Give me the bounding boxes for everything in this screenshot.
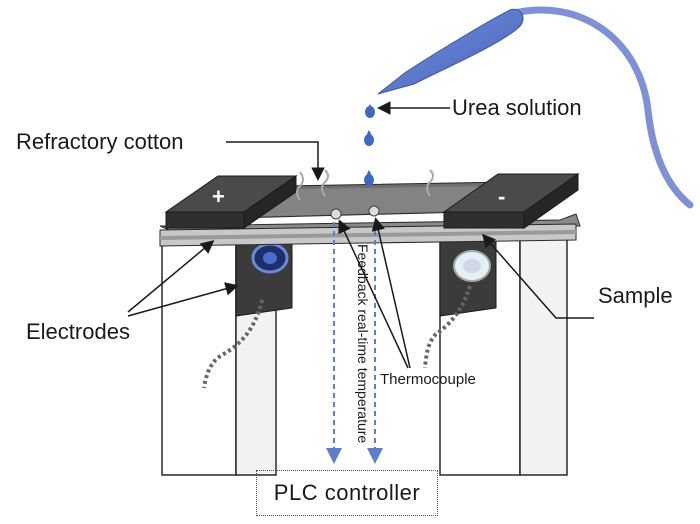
feedback-temperature-label: Feedback real-time temperature (355, 244, 371, 444)
thermocouple-leader-left (338, 219, 409, 369)
sample-plate (159, 213, 581, 247)
negative-electrode-block (442, 173, 580, 229)
sample-label: Sample (598, 283, 673, 308)
thermocouple-point-left (330, 208, 342, 220)
right-electrode-wire (423, 285, 472, 369)
urea-droplet (364, 134, 374, 146)
positive-sign: + (212, 184, 225, 209)
thermocouple-point-right (368, 205, 380, 217)
left-electrode-lens (251, 242, 289, 274)
sample-leader (482, 233, 594, 319)
refractory-cotton-label: Refractory cotton (16, 129, 184, 154)
left-electrode-wire (202, 299, 264, 389)
thermocouple-leader-right (371, 217, 411, 369)
right-electrode-lens (453, 250, 491, 282)
plc-controller-box: PLC controller (256, 470, 438, 516)
urea-solution-label: Urea solution (452, 95, 582, 120)
pipette-tube (506, 6, 694, 209)
electrodes-label: Electrodes (26, 319, 130, 344)
cotton-leader (226, 141, 325, 181)
steam-wisp (426, 169, 434, 197)
electrodes-leader-upper (127, 240, 215, 313)
plc-controller-label: PLC controller (273, 480, 421, 505)
electrodes-leader-lower (127, 282, 239, 317)
urea-droplet (365, 106, 375, 118)
pipette-body (377, 8, 524, 95)
positive-electrode-block (164, 175, 298, 229)
steam-wisp (321, 169, 329, 197)
steam-wisp (296, 171, 304, 201)
thermocouple-label: Thermocouple (380, 371, 476, 388)
urea-droplet (364, 174, 374, 186)
negative-sign: - (498, 184, 506, 209)
